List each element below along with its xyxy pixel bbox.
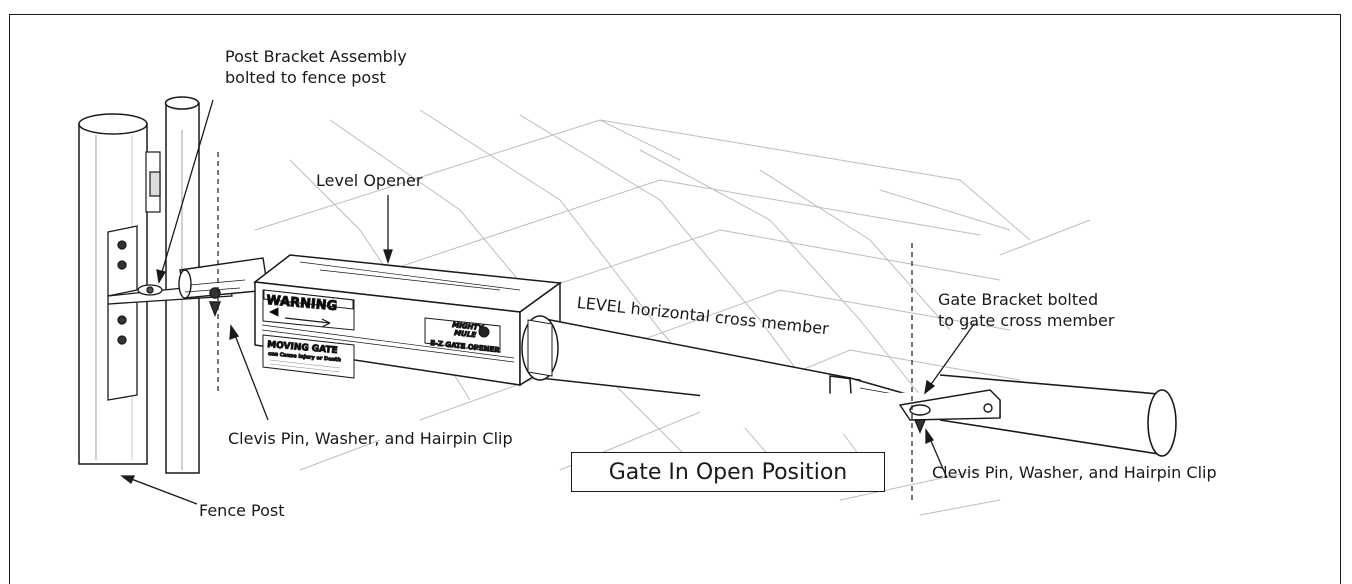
caption-box: Gate In Open Position [571,452,885,492]
gate-bracket-label: Gate Bracket bolted to gate cross member [938,289,1114,331]
diagram-frame [9,14,1341,584]
gate-hinge [145,151,161,213]
gate-bracket-label-line2: to gate cross member [938,311,1115,330]
opener-rear-arm [178,257,269,317]
gate-bracket-label-line1: Gate Bracket bolted [938,290,1099,309]
warning-decal: WARNING MOVING GATE can Cause Injury or … [262,289,355,379]
post-bracket-label-line2: bolted to fence post [225,68,386,87]
clevis-pin-label-right: Clevis Pin, Washer, and Hairpin Clip [932,463,1217,482]
svg-text:MULE: MULE [454,329,477,339]
post-bracket-label-line1: Post Bracket Assembly [225,47,407,66]
post-bracket-label: Post Bracket Assembly bolted to fence po… [225,46,407,88]
caption-text: Gate In Open Position [608,459,848,485]
svg-text:WARNING: WARNING [266,293,338,314]
svg-text:MIGHTY: MIGHTY [452,321,485,332]
gate-bracket [898,389,1001,434]
gate-mesh [254,109,1091,516]
leader-arrows [120,99,975,505]
clevis-pin-label-left: Clevis Pin, Washer, and Hairpin Clip [228,429,513,448]
reference-lines [217,152,913,500]
level-opener-label: Level Opener [316,171,423,190]
fence-post-label: Fence Post [199,501,285,520]
gate-cross-member [700,374,1177,457]
